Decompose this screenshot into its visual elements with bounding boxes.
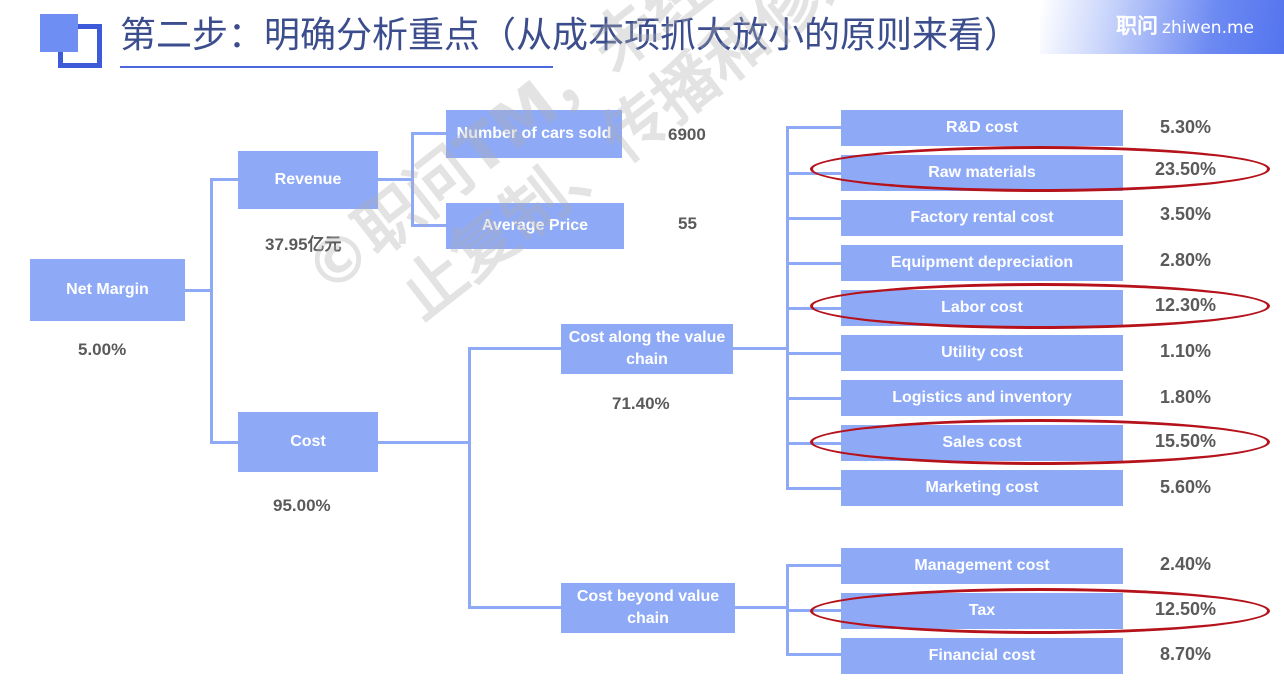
highlight-oval-labor-cost (810, 283, 1270, 329)
connector (468, 347, 471, 608)
average-price-value: 55 (678, 214, 697, 233)
connector (786, 653, 841, 656)
brand-en: zhiwen.me (1162, 18, 1254, 38)
connector (378, 178, 413, 181)
revenue-value: 37.95亿元 (265, 235, 342, 254)
highlight-oval-tax (810, 588, 1270, 634)
revenue-node: Revenue (238, 151, 378, 209)
utility-cost-node: Utility cost (841, 335, 1123, 371)
marketing-cost-node: Marketing cost (841, 470, 1123, 506)
connector (411, 132, 447, 135)
cars-sold-node: Number of cars sold (446, 110, 622, 158)
net-margin-node: Net Margin (30, 259, 185, 321)
marketing-cost-value: 5.60% (1160, 477, 1212, 497)
rnd-cost-node: R&D cost (841, 110, 1123, 146)
connector (468, 347, 562, 350)
connector (733, 606, 788, 609)
title-underline (120, 66, 553, 68)
cost-node: Cost (238, 412, 378, 472)
connector (184, 289, 212, 292)
connector (786, 217, 841, 220)
highlight-oval-raw-materials (810, 146, 1270, 192)
connector (411, 224, 447, 227)
utility-cost-value: 1.10% (1160, 341, 1212, 361)
cost-along-chain-value: 71.40% (612, 394, 670, 413)
management-cost-value: 2.40% (1160, 554, 1212, 574)
connector (733, 347, 788, 350)
financial-cost-node: Financial cost (841, 638, 1123, 674)
connector (210, 441, 238, 444)
average-price-node: Average Price (446, 203, 624, 249)
cost-value: 95.00% (273, 496, 331, 515)
rnd-cost-value: 5.30% (1160, 117, 1212, 137)
connector (378, 441, 470, 444)
page-title: 第二步：明确分析重点（从成本项抓大放小的原则来看） (120, 15, 1021, 56)
equipment-depreciation-value: 2.80% (1160, 250, 1212, 270)
connector (786, 352, 841, 355)
logo-front-square (40, 14, 78, 52)
cars-sold-value: 6900 (668, 125, 706, 144)
net-margin-value: 5.00% (78, 340, 127, 359)
management-cost-node: Management cost (841, 548, 1123, 584)
connector (786, 487, 841, 490)
cost-beyond-chain-node: Cost beyond value chain (561, 583, 735, 633)
connector (786, 397, 841, 400)
factory-rental-node: Factory rental cost (841, 200, 1123, 236)
brand-cn: 职问 (1116, 14, 1159, 38)
connector (786, 126, 841, 129)
equipment-depreciation-node: Equipment depreciation (841, 245, 1123, 281)
connector (210, 178, 213, 443)
logistics-inventory-value: 1.80% (1160, 387, 1212, 407)
cost-along-chain-node: Cost along the value chain (561, 324, 733, 374)
connector (786, 262, 841, 265)
factory-rental-value: 3.50% (1160, 204, 1212, 224)
connector (468, 606, 562, 609)
connector (411, 132, 414, 226)
financial-cost-value: 8.70% (1160, 644, 1212, 664)
highlight-oval-sales-cost (810, 419, 1270, 465)
connector (786, 564, 841, 567)
connector (210, 178, 238, 181)
logistics-inventory-node: Logistics and inventory (841, 380, 1123, 416)
